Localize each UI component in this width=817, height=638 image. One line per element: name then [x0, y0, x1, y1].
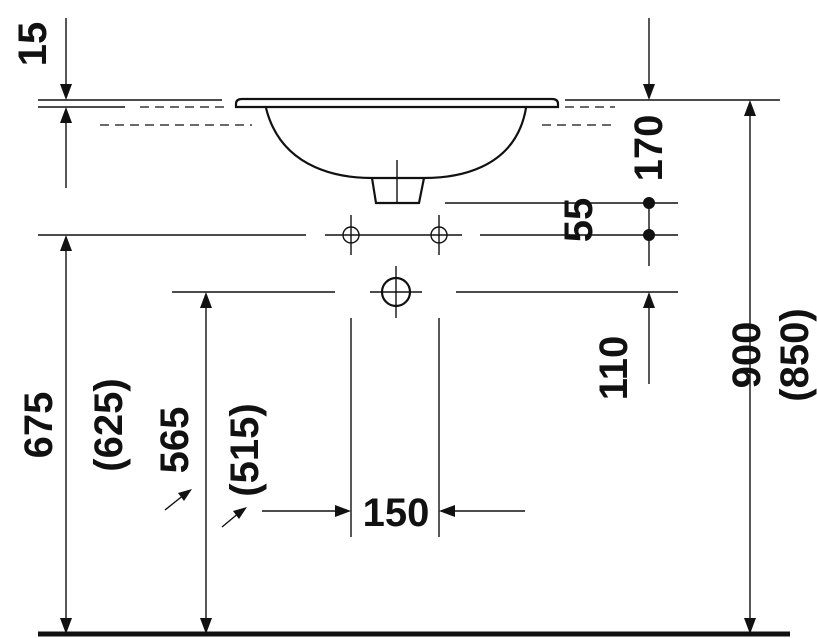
dim-tap-hole-height-alt-label: (625): [87, 378, 131, 471]
dim-waste-height-label: 565: [153, 407, 197, 474]
dim-rim-to-tap-holes-label: 170: [627, 115, 671, 182]
waste-outlet: [172, 266, 678, 537]
dim-waste-width-label: 150: [363, 491, 430, 535]
dim-tap-to-waste: 110: [592, 292, 655, 400]
hidden-edges: [100, 106, 615, 126]
basin-profile: [234, 97, 560, 205]
dim-total-height: 900 (850): [725, 100, 817, 634]
dim-rim-thickness-label: 15: [11, 22, 55, 67]
dim-total-height-alt-label: (850): [773, 308, 817, 401]
basin-bowl: [264, 107, 528, 180]
dim-waste-height: 565 (515): [153, 292, 267, 634]
dim-rim-to-tap-holes: 170: [627, 18, 671, 266]
dim-waste-height-alt-label: (515): [223, 403, 267, 496]
dim-total-height-label: 900: [725, 322, 769, 389]
reference-lines-top: [38, 99, 780, 108]
basin-rim: [234, 97, 560, 109]
basin-drain-outlet: [370, 177, 426, 205]
dim-tap-to-waste-label: 110: [592, 336, 636, 401]
dim-tap-hole-height: 675 (625): [17, 235, 131, 634]
dim-rim-thickness: 15: [11, 18, 72, 188]
dim-tap-hole-spacing-label: 55: [557, 198, 601, 243]
dim-waste-width: 150: [262, 491, 525, 535]
dim-tap-hole-height-label: 675: [17, 392, 61, 459]
